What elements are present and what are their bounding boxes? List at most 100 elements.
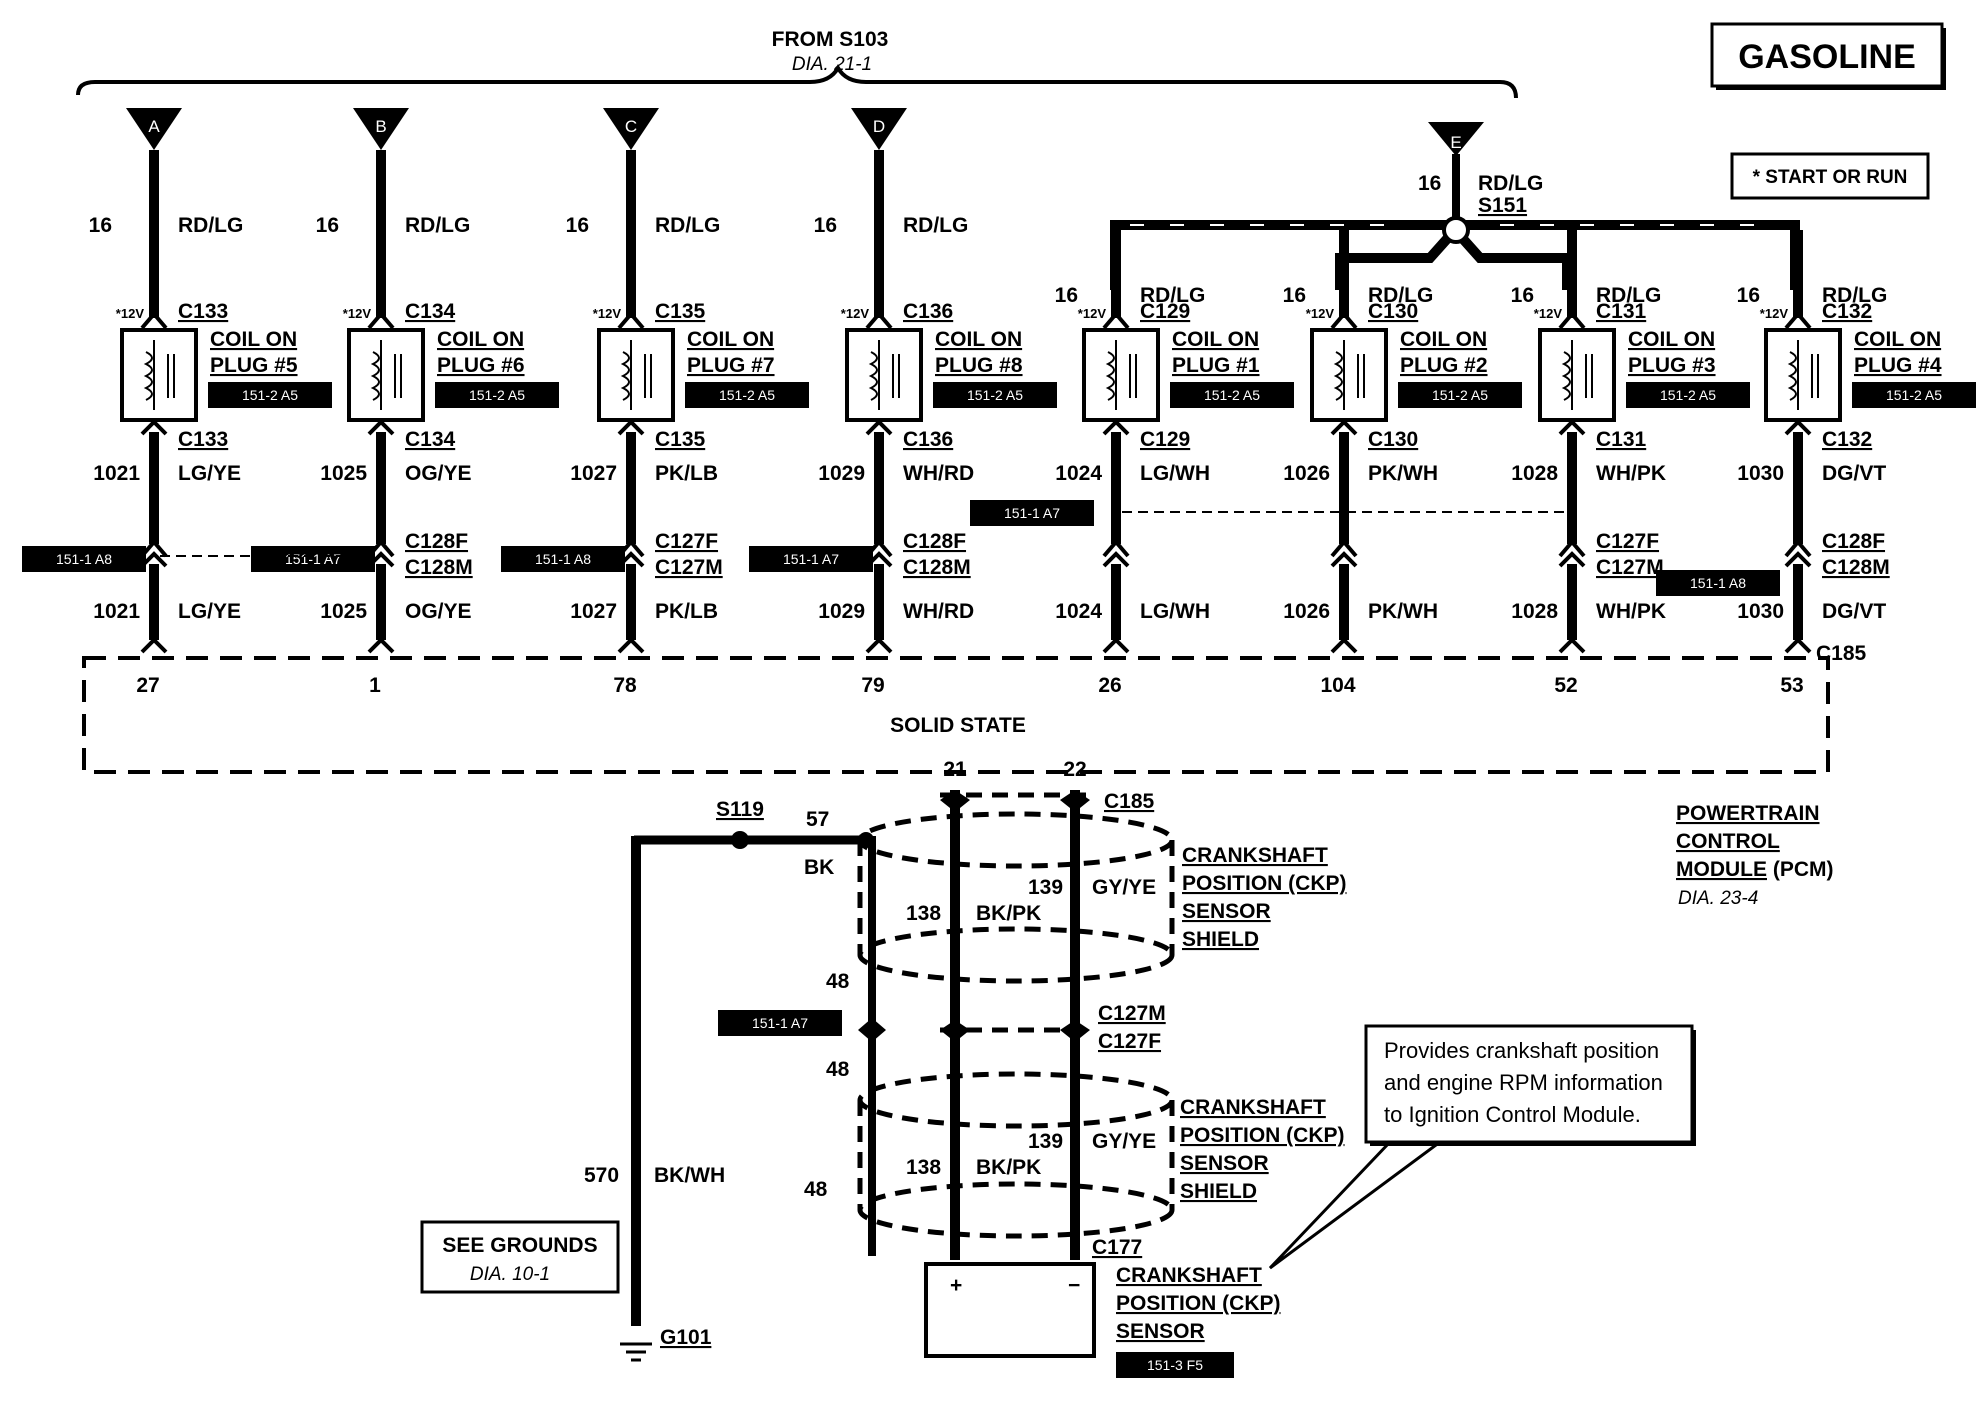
split-connector-bottom: C127M [655,556,723,579]
wire-gauge: 16 [316,214,339,237]
terminal-a [126,108,182,150]
upper-c139: 139 [1028,876,1063,899]
split-ref: 151-1 A7 [783,551,839,567]
coil-voltage: *12V [116,306,145,321]
terminal-letter: C [625,117,637,136]
terminal-letter: B [375,117,386,136]
coil-voltage: *12V [343,306,372,321]
coil-ref: 151-2 A5 [1660,387,1716,403]
coil-name-l2: PLUG #3 [1628,354,1716,377]
s151-splice-dot [1442,216,1470,244]
ckp-note-l3: to Ignition Control Module. [1384,1102,1641,1127]
coil-name-l1: COIL ON [437,328,524,351]
split-ref: 151-1 A7 [285,551,341,567]
coil-ref: 151-2 A5 [719,387,775,403]
upper-drain: 48 [826,970,850,993]
ckp-note-pointer [1268,1140,1441,1270]
wire-color-upper: WH/RD [903,462,974,485]
coil-ref-box [1170,382,1294,408]
split-ref: 151-1 A8 [535,551,591,567]
circuit-upper: 1029 [818,462,865,485]
ground-symbol [620,1342,652,1362]
coil-ref-box [1398,382,1522,408]
wire-color: RD/LG [405,214,470,237]
circuit-upper: 1030 [1737,462,1784,485]
coil-box [1764,328,1842,422]
ckp-split-bottom: C127F [1098,1030,1161,1053]
coil-voltage: *12V [1078,306,1107,321]
split-connector-bottom: C128M [903,556,971,579]
pcm-dia-ref: DIA. 23-4 [1678,888,1758,909]
ground-circuit: 570 [584,1164,619,1187]
wire-color-upper: LG/YE [178,462,241,485]
wire-color-lower: WH/PK [1596,600,1666,623]
coil-name-l1: COIL ON [1172,328,1259,351]
lower-drain: 48 [804,1178,828,1201]
ckp-connector-arrows [858,790,1090,1042]
wire-color-lower: DG/VT [1822,600,1886,623]
s151-label: S151 [1478,194,1527,217]
upper-shield-l3: SENSOR [1182,900,1271,923]
pcm-pin: 1 [369,674,381,697]
ckp-note-l1: Provides crankshaft position [1384,1038,1659,1063]
coil-name-l2: PLUG #7 [687,354,775,377]
circuit-lower: 1029 [818,600,865,623]
ckp-split-ref-box [718,1010,842,1036]
coil-name-l2: PLUG #5 [210,354,298,377]
wire-color-upper: OG/YE [405,462,472,485]
coil-name-l2: PLUG #2 [1400,354,1488,377]
wire-color-upper: DG/VT [1822,462,1886,485]
lower-shield-l1: CRANKSHAFT [1180,1096,1326,1119]
wire-color-lower: OG/YE [405,600,472,623]
from-dia-ref: DIA. 21-1 [792,54,872,75]
coil-connector-top: C131 [1596,300,1647,323]
solid-state-label: SOLID STATE [890,714,1026,737]
wire-color: RD/LG [1822,284,1887,307]
ckp-note-l2: and engine RPM information [1384,1070,1663,1095]
split-ref: 151-1 A8 [1690,575,1746,591]
split-connector-top: C127F [1596,530,1659,553]
circuit-upper: 1026 [1283,462,1330,485]
coil-name-l1: COIL ON [687,328,774,351]
wire-color: RD/LG [1596,284,1661,307]
coil-name-l1: COIL ON [210,328,297,351]
terminal-e [1428,122,1484,156]
coil-name-l1: COIL ON [1854,328,1941,351]
coil-connector-bottom: C134 [405,428,456,451]
coil-name-l1: COIL ON [935,328,1022,351]
g101-label: G101 [660,1326,712,1349]
split-connector-top: C127F [655,530,718,553]
sensor-l3: SENSOR [1116,1320,1205,1343]
pcm-pin: 104 [1320,674,1355,697]
circuit-lower: 1025 [320,600,367,623]
wire-color: RD/LG [903,214,968,237]
wire-color: RD/LG [655,214,720,237]
ckp-pin-21: 21 [943,758,967,781]
wire-color: RD/LG [178,214,243,237]
pcm-pin: 53 [1780,674,1803,697]
coil-name-l2: PLUG #6 [437,354,525,377]
gasoline-label: GASOLINE [1738,38,1916,76]
coil-ref-box [435,382,559,408]
upper-shield-l4: SHIELD [1182,928,1259,951]
coil-connector-top: C135 [655,300,706,323]
start-run-box [1730,152,1930,200]
pcm-line2: CONTROL [1676,830,1780,853]
coil-connector-top: C133 [178,300,228,323]
s151-color: RD/LG [1478,172,1543,195]
coil-connector-bottom: C136 [903,428,953,451]
s119-splice-dot [731,831,749,849]
circuit-lower: 1026 [1283,600,1330,623]
coil-ref: 151-2 A5 [1204,387,1260,403]
split-ref-box [970,500,1094,526]
split-connector-top: C128F [405,530,468,553]
coil-name-l1: COIL ON [1400,328,1487,351]
lower-shield-l2: POSITION (CKP) [1180,1124,1345,1147]
ckp-split-top: C127M [1098,1002,1166,1025]
sensor-minus: − [1068,1274,1080,1297]
